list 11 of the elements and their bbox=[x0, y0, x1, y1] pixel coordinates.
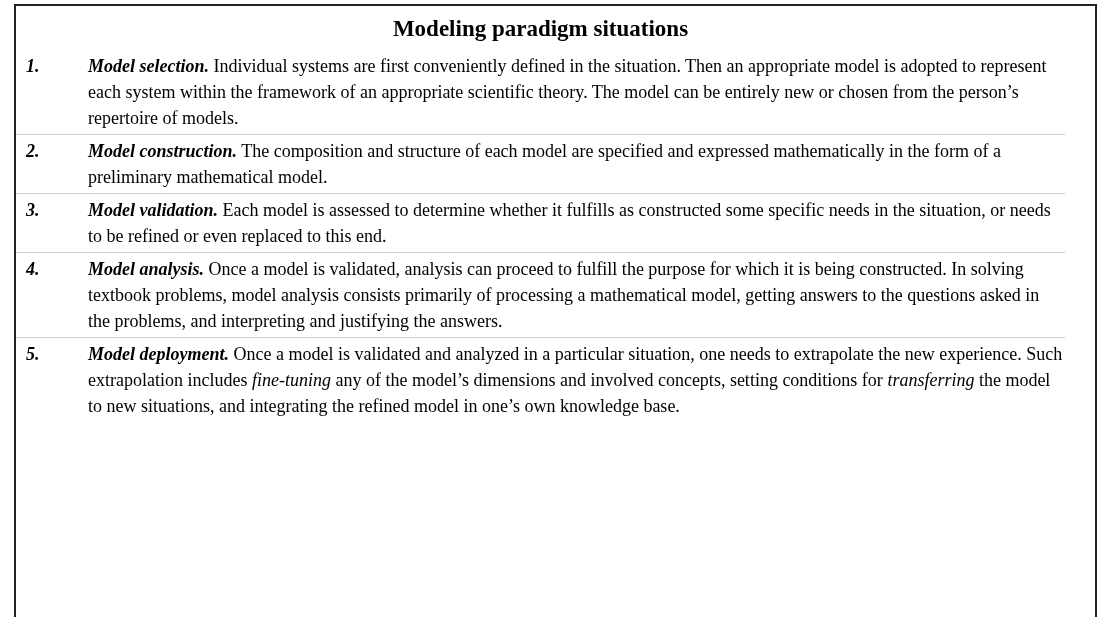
item-paragraph: Model selection. Individual systems are first conveniently defined in the situation. Then an appropriate model is adopted to represent each system within the framework of an appropriate scientific theory. The model can be entirely new or chosen from the person’s repertoire of models. bbox=[88, 55, 1048, 130]
item-number: 5. bbox=[26, 343, 41, 366]
title: Modeling paradigm situations bbox=[392, 15, 689, 43]
item-number: 2. bbox=[26, 140, 41, 163]
item-number: 1. bbox=[26, 55, 41, 78]
item-paragraph: Model validation. Each model is assessed to determine whether it fulfills as constructed some specific needs in the situation, or needs to be refined or even replaced to this end. bbox=[88, 199, 1052, 248]
item-number: 3. bbox=[26, 199, 41, 222]
item-paragraph: Model analysis. Once a model is validated, analysis can proceed to fulfill the purpose for which it is being constructed. In solving textbook problems, model analysis consists primarily of processing a mathematical model, getting answers to the questions asked in the problems, and interpreting and justifying the answers. bbox=[88, 258, 1041, 333]
item-paragraph: Model deployment. Once a model is validated and analyzed in a particular situation, one needs to extrapolate the new experience. Such extrapolation includes fine-tuning any of the model’s dimensions and involved concepts, setting conditions for transferring the model to new situations, and integrating the refined model in one’s own knowledge base. bbox=[88, 343, 1064, 418]
item-number: 4. bbox=[26, 258, 41, 281]
item-paragraph: Model construction. The composition and structure of each model are specified and expressed mathematically in the form of a preliminary mathematical model. bbox=[88, 140, 1002, 189]
